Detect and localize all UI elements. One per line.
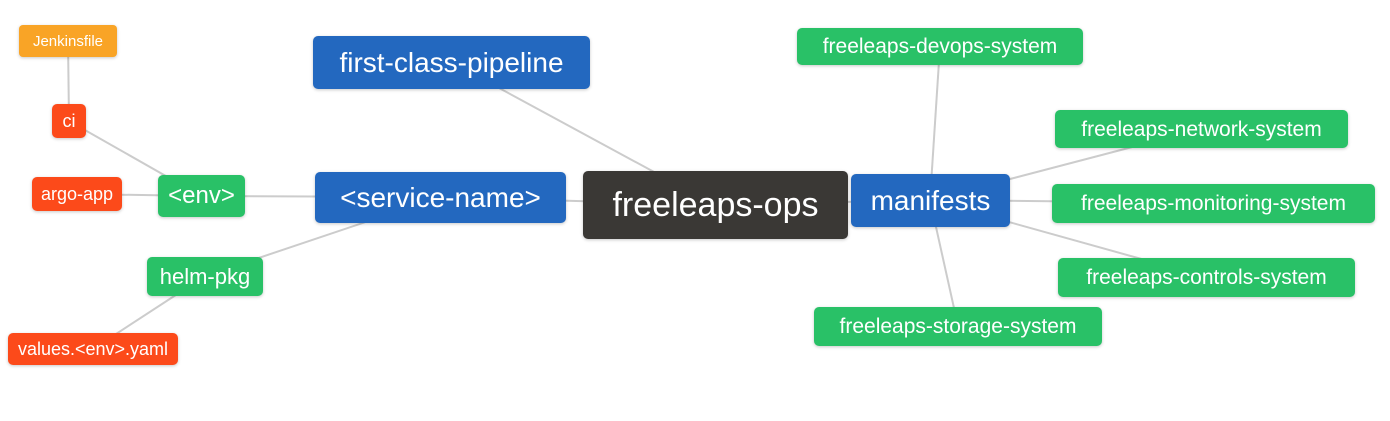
node-ci[interactable]: ci xyxy=(52,104,86,138)
node-first-class-pipeline[interactable]: first-class-pipeline xyxy=(313,36,590,89)
node-freeleaps-storage-system[interactable]: freeleaps-storage-system xyxy=(814,307,1102,346)
node-service-name[interactable]: <service-name> xyxy=(315,172,566,223)
node-values-env-yaml[interactable]: values.<env>.yaml xyxy=(8,333,178,365)
node-freeleaps-devops-system[interactable]: freeleaps-devops-system xyxy=(797,28,1083,65)
node-freeleaps-monitoring-system[interactable]: freeleaps-monitoring-system xyxy=(1052,184,1375,223)
node-argo-app[interactable]: argo-app xyxy=(32,177,122,211)
node-helm-pkg[interactable]: helm-pkg xyxy=(147,257,263,296)
node-jenkinsfile[interactable]: Jenkinsfile xyxy=(19,25,117,57)
node-env[interactable]: <env> xyxy=(158,175,245,217)
node-freeleaps-controls-system[interactable]: freeleaps-controls-system xyxy=(1058,258,1355,297)
node-freeleaps-network-system[interactable]: freeleaps-network-system xyxy=(1055,110,1348,148)
node-freeleaps-ops-root[interactable]: freeleaps-ops xyxy=(583,171,848,239)
node-manifests[interactable]: manifests xyxy=(851,174,1010,227)
